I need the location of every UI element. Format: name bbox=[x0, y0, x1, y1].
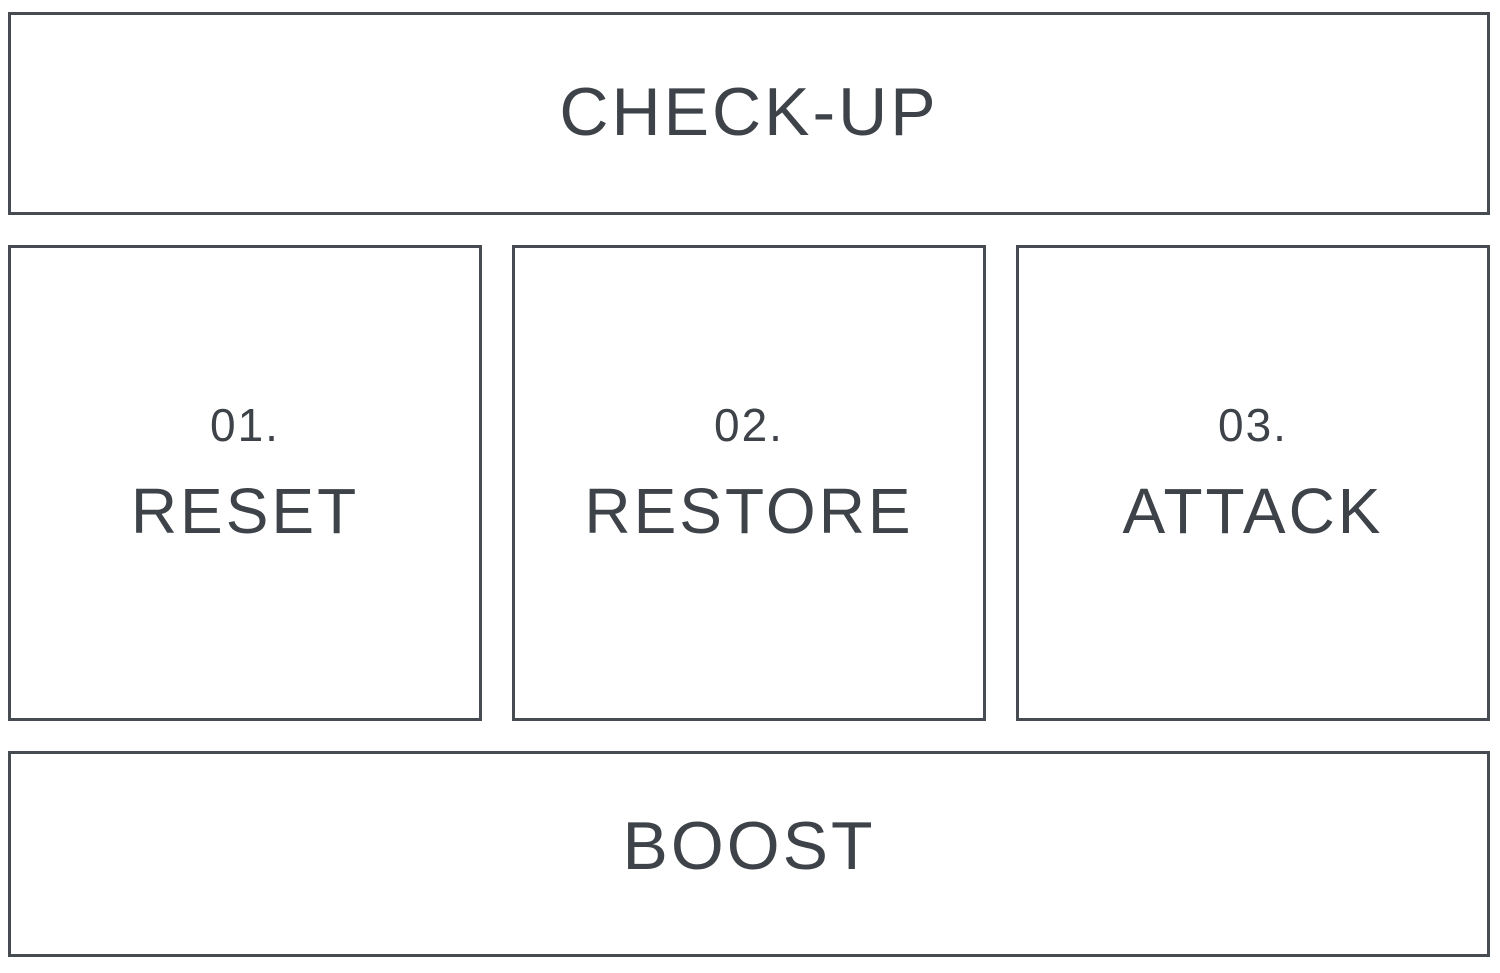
step-number: 02. bbox=[714, 398, 784, 451]
step-card-restore: 02. RESTORE bbox=[512, 245, 986, 721]
step-label-attack: ATTACK bbox=[1122, 475, 1384, 548]
step-content: 03. ATTACK bbox=[1122, 398, 1384, 548]
step-card-reset: 01. RESET bbox=[8, 245, 482, 721]
step-content: 01. RESET bbox=[130, 398, 360, 548]
step-number: 01. bbox=[210, 398, 280, 451]
checkup-panel: CHECK-UP bbox=[8, 12, 1490, 215]
checkup-title: CHECK-UP bbox=[559, 73, 939, 150]
step-card-attack: 03. ATTACK bbox=[1016, 245, 1490, 721]
steps-row: 01. RESET 02. RESTORE 03. ATTACK bbox=[8, 245, 1490, 721]
boost-panel: BOOST bbox=[8, 751, 1490, 957]
step-label-restore: RESTORE bbox=[584, 475, 914, 548]
step-content: 02. RESTORE bbox=[584, 398, 914, 548]
step-number: 03. bbox=[1218, 398, 1288, 451]
step-label-reset: RESET bbox=[130, 475, 360, 548]
boost-title: BOOST bbox=[622, 808, 876, 884]
